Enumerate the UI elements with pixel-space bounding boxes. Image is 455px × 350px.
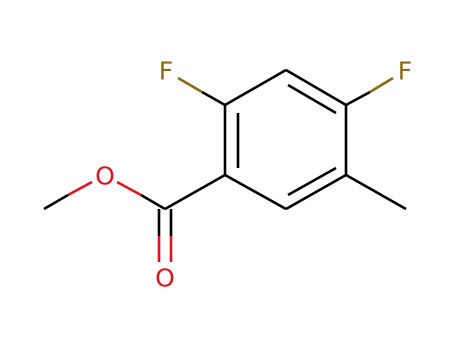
bond-ring-c2-c3 xyxy=(285,68,347,107)
bond-ring-c2-c3-inner xyxy=(287,83,337,115)
atom-label-fluorine-left: F xyxy=(159,57,173,86)
atom-label-oxygen-carbonyl: O xyxy=(155,264,175,293)
fluorine-bond-left xyxy=(177,76,226,107)
bond-ring-c4-c5-inner xyxy=(287,166,337,197)
bond-ring-c5-c6 xyxy=(224,173,287,211)
bond-ring-c1-c2 xyxy=(224,68,287,107)
fluorine-bond-right xyxy=(345,76,394,107)
bond-methyl xyxy=(345,173,407,211)
bond-ring-c4-c5 xyxy=(285,173,347,211)
methoxy-bond xyxy=(43,180,93,211)
benzene-ring xyxy=(223,68,348,211)
ester-oxygen-bond xyxy=(116,180,166,211)
bond-ring-carbonyl xyxy=(164,173,226,211)
atom-label-fluorine-right: F xyxy=(398,57,412,86)
carbonyl-double-bond xyxy=(157,209,173,262)
atom-label-oxygen-ester: O xyxy=(95,162,115,191)
